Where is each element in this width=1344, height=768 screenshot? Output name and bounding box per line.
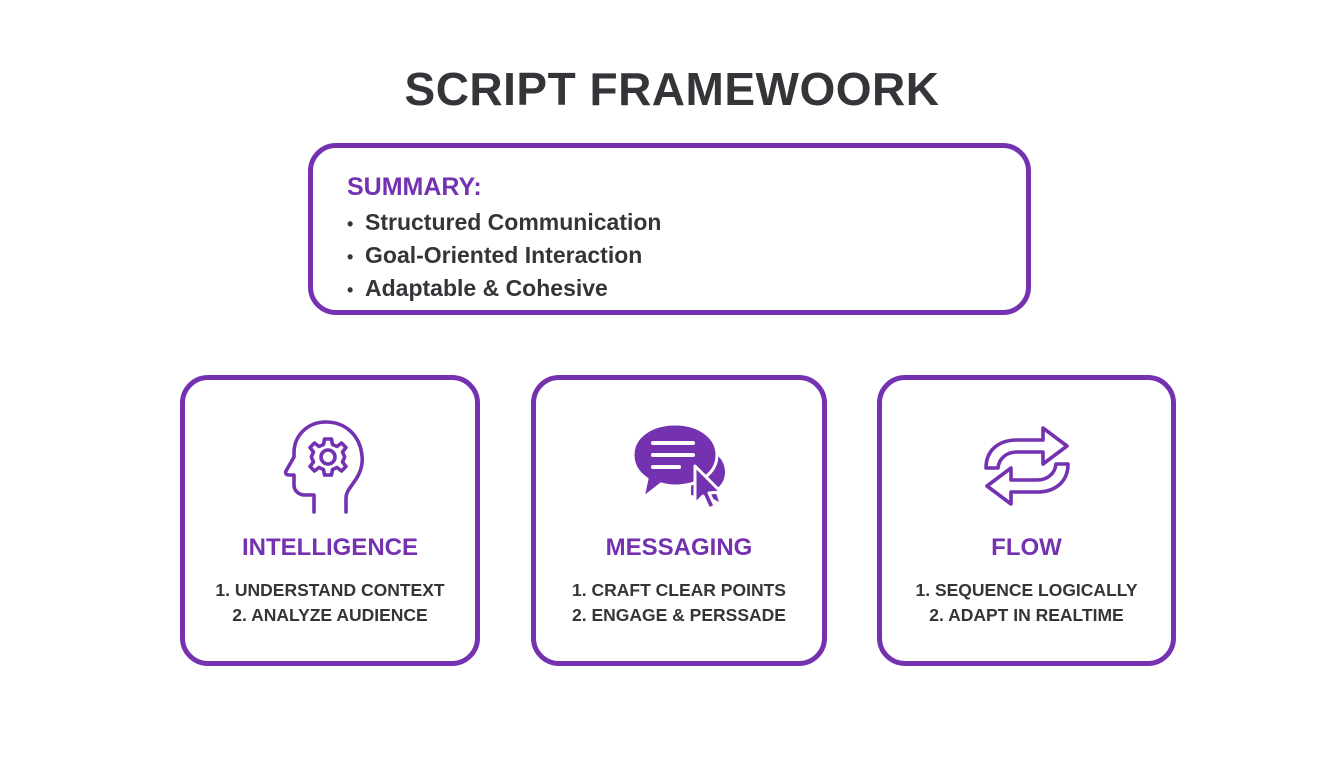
card-title: INTELLIGENCE [241, 534, 418, 561]
card-point: 2. ADAPT IN REALTIME [929, 605, 1124, 625]
card-points: 1. UNDERSTAND CONTEXT 2. ANALYZE AUDIENC… [185, 578, 475, 628]
card-title: MESSAGING [605, 534, 753, 561]
card-point: 1. SEQUENCE LOGICALLY [915, 580, 1138, 600]
cycle-arrows-icon [977, 416, 1077, 516]
summary-item: Adaptable & Cohesive [347, 273, 1026, 306]
card-title: FLOW [991, 534, 1062, 561]
card-intelligence: INTELLIGENCE 1. UNDERSTAND CONTEXT 2. AN… [180, 375, 480, 666]
card-messaging: MESSAGING 1. CRAFT CLEAR POINTS 2. ENGAG… [531, 375, 827, 666]
card-point: 2. ENGAGE & PERSSADE [572, 605, 786, 625]
summary-item: Structured Communication [347, 207, 1026, 240]
chat-bubble-cursor-icon [629, 416, 729, 516]
card-point: 1. CRAFT CLEAR POINTS [572, 580, 786, 600]
summary-list: Structured Communication Goal-Oriented I… [347, 207, 1026, 306]
card-point: 1. UNDERSTAND CONTEXT [215, 580, 445, 600]
summary-item: Goal-Oriented Interaction [347, 240, 1026, 273]
card-point: 2. ANALYZE AUDIENCE [232, 605, 428, 625]
card-points: 1. CRAFT CLEAR POINTS 2. ENGAGE & PERSSA… [536, 578, 822, 628]
card-flow: FLOW 1. SEQUENCE LOGICALLY 2. ADAPT IN R… [877, 375, 1176, 666]
card-points: 1. SEQUENCE LOGICALLY 2. ADAPT IN REALTI… [882, 578, 1171, 628]
page-title: SCRIPT FRAMEWOORK [404, 63, 940, 115]
head-gear-icon [280, 416, 380, 516]
summary-box: SUMMARY: Structured Communication Goal-O… [308, 143, 1031, 315]
summary-heading: SUMMARY: [347, 173, 482, 201]
